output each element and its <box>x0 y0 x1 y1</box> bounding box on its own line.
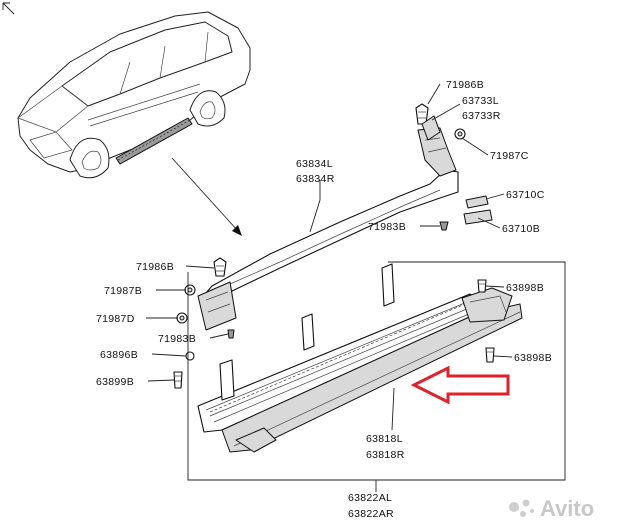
label-63822al: 63822AL <box>348 492 392 504</box>
watermark-text: Avito <box>540 496 594 521</box>
label-63733l: 63733L <box>462 95 499 107</box>
fasteners-right <box>477 279 495 363</box>
label-71987c: 71987C <box>490 150 529 162</box>
label-63710c: 63710C <box>506 189 545 201</box>
label-71986b-top: 71986B <box>446 79 484 91</box>
label-63818l: 63818L <box>366 433 403 445</box>
label-63818r: 63818R <box>366 449 405 461</box>
car-illustration <box>17 11 251 179</box>
label-63896b: 63896B <box>100 349 138 361</box>
label-63733r: 63733R <box>462 110 501 122</box>
assembly-frame <box>187 261 566 481</box>
fasteners-left <box>173 257 235 389</box>
label-71986b-left: 71986B <box>136 261 174 273</box>
step-board-63818 <box>197 263 523 453</box>
label-63899b: 63899B <box>96 376 134 388</box>
watermark: Avito <box>509 496 594 521</box>
highlight-arrow <box>410 365 510 405</box>
label-63898b-top: 63898B <box>506 282 544 294</box>
fasteners-upper <box>415 103 493 231</box>
label-63822ar: 63822AR <box>348 508 394 520</box>
label-71983b-left: 71983B <box>158 333 196 345</box>
label-71983b-top: 71983B <box>368 221 406 233</box>
label-63710b: 63710B <box>502 223 540 235</box>
label-63834l: 63834L <box>296 158 333 170</box>
label-63834r: 63834R <box>296 173 335 185</box>
label-63898b-right: 63898B <box>514 352 552 364</box>
leader-lines <box>146 83 513 492</box>
part-labels: 71986B 63733L 63733R 71987C 63834L 63834… <box>96 79 552 520</box>
corner-arrow-mark <box>2 2 15 15</box>
label-71987d: 71987D <box>96 313 135 325</box>
side-rail-63834 <box>197 127 459 331</box>
pointer-arrow <box>171 157 242 236</box>
label-71987b: 71987B <box>104 285 142 297</box>
